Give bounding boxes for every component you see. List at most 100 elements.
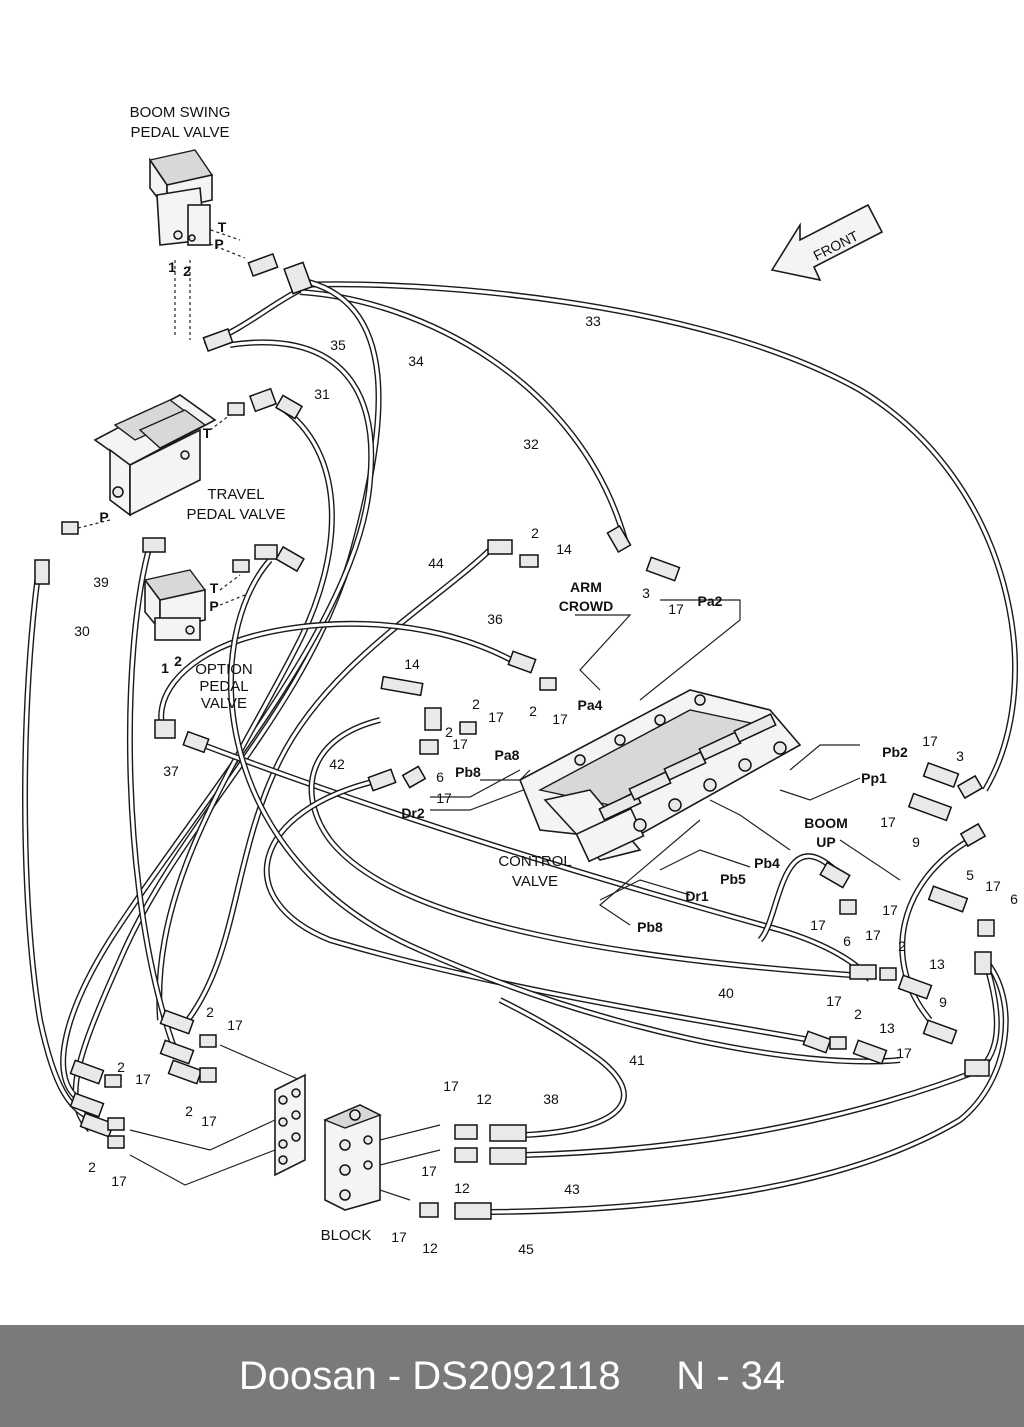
num-2: 2 xyxy=(183,263,191,279)
footer-page: N - 34 xyxy=(676,1353,786,1398)
num-17: 17 xyxy=(452,736,468,752)
footer-part-code: DS2092118 xyxy=(412,1353,621,1398)
port-pa4: Pa4 xyxy=(578,697,603,713)
num-2: 2 xyxy=(854,1006,862,1022)
port-arm-crowd-1: ARM xyxy=(570,579,602,595)
num-17: 17 xyxy=(421,1163,437,1179)
port-pp1: Pp1 xyxy=(861,770,887,786)
num-17: 17 xyxy=(552,711,568,727)
num-1: 1 xyxy=(161,660,169,676)
num-13: 13 xyxy=(929,956,945,972)
footer-spacer xyxy=(621,1354,677,1399)
port-p-travel: P xyxy=(99,509,108,525)
num-2: 2 xyxy=(531,525,539,541)
num-14: 14 xyxy=(404,656,420,672)
option-pedal-valve xyxy=(143,569,207,641)
num-17: 17 xyxy=(668,601,684,617)
footer-separator: - xyxy=(376,1353,413,1398)
num-43: 43 xyxy=(564,1181,580,1197)
control-valve-spools xyxy=(574,694,787,832)
num-17: 17 xyxy=(488,709,504,725)
control-valve-label-2: VALVE xyxy=(512,873,558,890)
port-dr2: Dr2 xyxy=(401,805,425,821)
port-arm-crowd-2: CROWD xyxy=(559,598,613,614)
port-t-travel: T xyxy=(203,425,212,441)
num-6: 6 xyxy=(436,769,444,785)
num-17: 17 xyxy=(391,1229,407,1245)
num-37: 37 xyxy=(163,763,179,779)
num-6: 6 xyxy=(843,933,851,949)
num-35: 35 xyxy=(330,337,346,353)
num-33: 33 xyxy=(585,313,601,329)
port-p-option: P xyxy=(209,598,218,614)
num-17: 17 xyxy=(810,917,826,933)
num-2: 2 xyxy=(898,938,906,954)
num-17: 17 xyxy=(922,733,938,749)
port-labels: T P T P T P ARM CROWD BOOM UP Pa2 Pa4 Pa… xyxy=(99,219,908,935)
port-t-option: T xyxy=(210,580,219,596)
num-3: 3 xyxy=(642,585,650,601)
footer-bar: Doosan - DS2092118 N - 34 xyxy=(0,1325,1024,1427)
num-34: 34 xyxy=(408,353,424,369)
num-17: 17 xyxy=(882,902,898,918)
num-30: 30 xyxy=(74,623,90,639)
num-2: 2 xyxy=(445,724,453,740)
num-44: 44 xyxy=(428,555,444,571)
num-17: 17 xyxy=(826,993,842,1009)
num-39: 39 xyxy=(93,574,109,590)
num-12: 12 xyxy=(476,1091,492,1107)
control-valve xyxy=(518,689,802,863)
num-2: 2 xyxy=(117,1059,125,1075)
num-31: 31 xyxy=(314,386,330,402)
port-pa8: Pa8 xyxy=(495,747,520,763)
num-38: 38 xyxy=(543,1091,559,1107)
hose-30 xyxy=(22,559,97,1123)
num-9: 9 xyxy=(912,834,920,850)
port-dr1: Dr1 xyxy=(685,888,709,904)
num-3: 3 xyxy=(956,748,964,764)
num-13: 13 xyxy=(879,1020,895,1036)
part-number-labels: 1 2 1 2 33 35 34 31 32 44 39 30 36 37 42… xyxy=(74,259,1018,1257)
num-12: 12 xyxy=(454,1180,470,1196)
boom-swing-pedal-valve-label-1: BOOM SWING xyxy=(130,104,231,121)
travel-pedal-valve xyxy=(93,394,217,517)
num-9: 9 xyxy=(939,994,947,1010)
num-32: 32 xyxy=(523,436,539,452)
leader-lines xyxy=(69,227,901,1201)
hoses xyxy=(22,277,1019,1215)
num-2: 2 xyxy=(206,1004,214,1020)
num-2: 2 xyxy=(529,703,537,719)
num-41: 41 xyxy=(629,1052,645,1068)
travel-pedal-valve-label-2: PEDAL VALVE xyxy=(187,506,286,523)
travel-pedal-valve-label-1: TRAVEL xyxy=(207,486,264,503)
control-valve-label-1: CONTROL xyxy=(498,853,571,870)
num-17: 17 xyxy=(880,814,896,830)
port-boom-up-2: UP xyxy=(816,834,835,850)
option-pedal-valve-label-2: PEDAL xyxy=(199,678,248,695)
num-17: 17 xyxy=(135,1071,151,1087)
num-1: 1 xyxy=(168,259,176,275)
num-17: 17 xyxy=(896,1045,912,1061)
port-pb5: Pb5 xyxy=(720,871,746,887)
num-45: 45 xyxy=(518,1241,534,1257)
num-17: 17 xyxy=(443,1078,459,1094)
port-p-boom: P xyxy=(214,236,223,252)
num-6: 6 xyxy=(1010,891,1018,907)
num-2: 2 xyxy=(185,1103,193,1119)
num-17: 17 xyxy=(985,878,1001,894)
num-17: 17 xyxy=(111,1173,127,1189)
block-label: BLOCK xyxy=(321,1227,372,1244)
num-36: 36 xyxy=(487,611,503,627)
hydraulic-hose-diagram: BOOM SWING PEDAL VALVE TRAVEL PEDAL VALV… xyxy=(22,104,1019,1257)
port-pb8-left: Pb8 xyxy=(455,764,481,780)
num-17: 17 xyxy=(436,790,452,806)
front-arrow-icon xyxy=(770,203,884,282)
fittings xyxy=(34,253,995,1220)
num-17: 17 xyxy=(227,1017,243,1033)
num-40: 40 xyxy=(718,985,734,1001)
num-2: 2 xyxy=(472,696,480,712)
num-14: 14 xyxy=(556,541,572,557)
num-5: 5 xyxy=(966,867,974,883)
port-pa2: Pa2 xyxy=(698,593,723,609)
num-17: 17 xyxy=(865,927,881,943)
